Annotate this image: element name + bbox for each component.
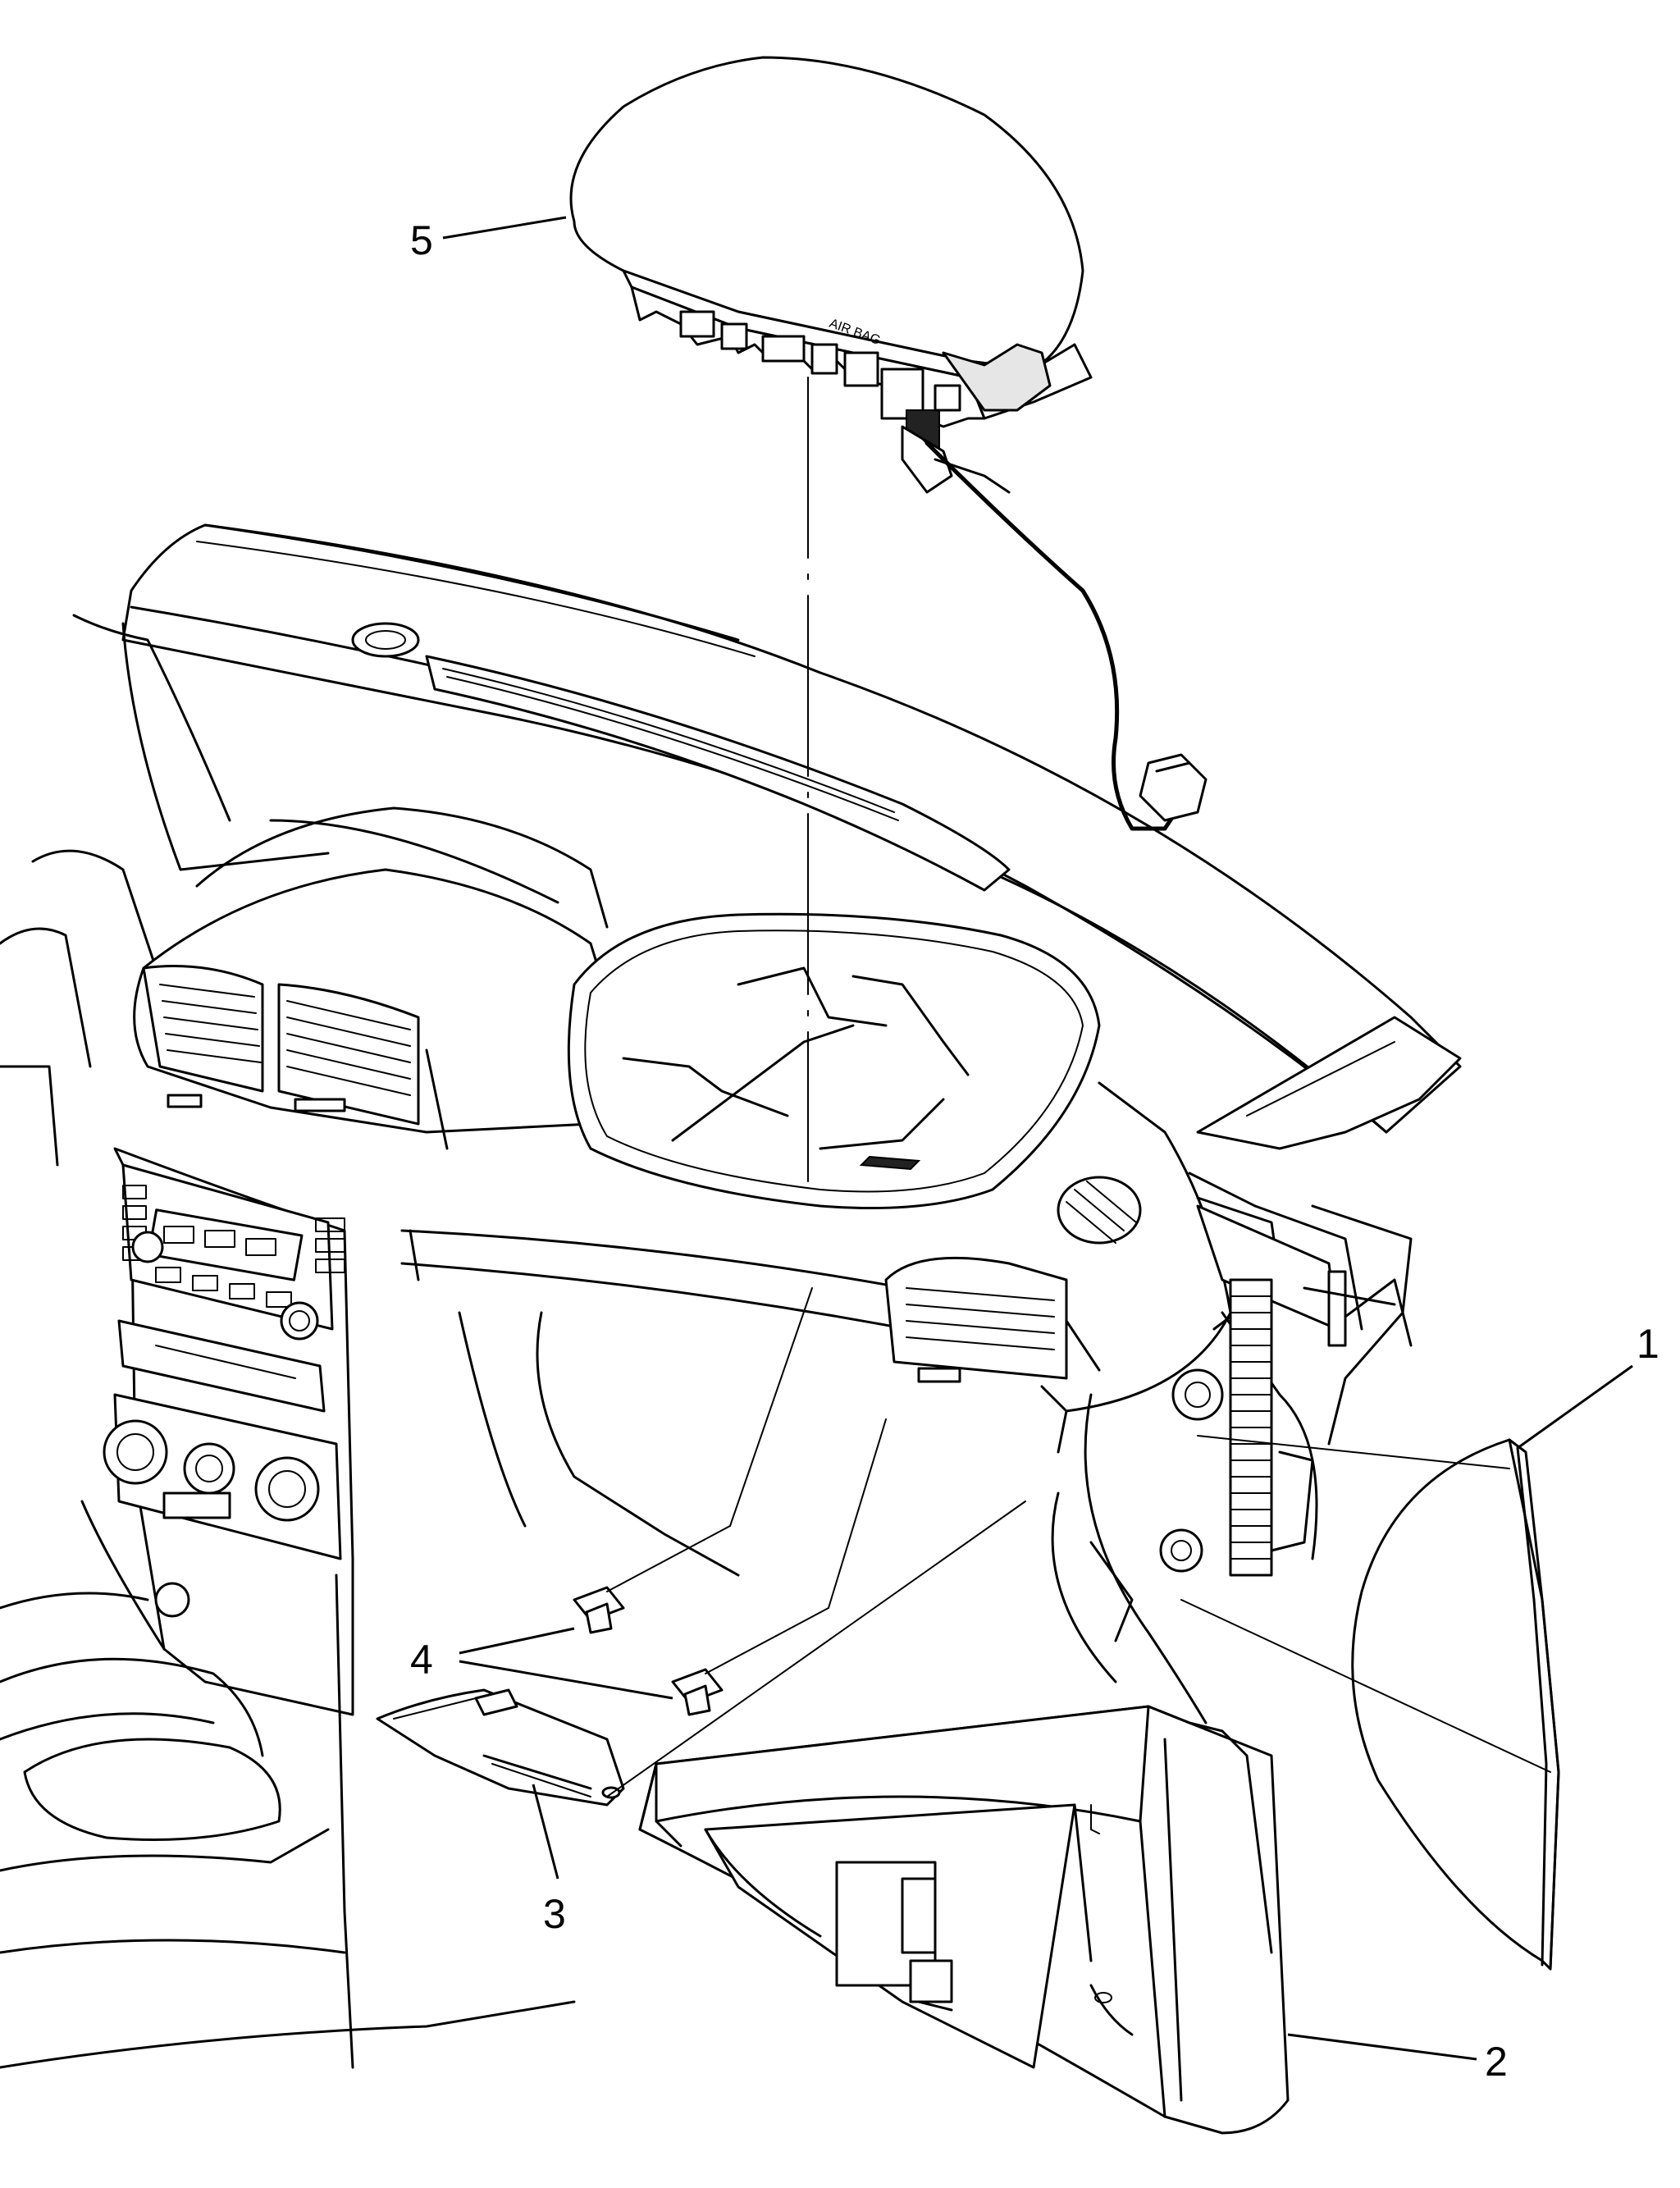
- glove-box-bolts: [573, 1525, 829, 1716]
- installation-leader-lines: [606, 377, 1551, 1797]
- callout-3: 3: [543, 1891, 566, 1937]
- center-console: [0, 1500, 576, 2069]
- instrument-panel-right: [400, 1016, 1462, 1724]
- left-center-vent: [142, 965, 264, 1108]
- instrument-panel-end-trim: [1351, 1438, 1560, 1971]
- callout-4: 4: [410, 1637, 433, 1683]
- bolt-lower: [671, 1607, 829, 1716]
- callout-1: 1: [1637, 1321, 1659, 1367]
- glove-box-hinge-bracket: [1229, 1278, 1273, 1577]
- glove-box-door: [638, 1705, 1290, 2135]
- bolt-upper: [573, 1525, 731, 1634]
- glove-box-bracket: [376, 1688, 625, 1807]
- callouts: 5 1 2 3 4: [410, 216, 1659, 2085]
- right-center-vent: [277, 983, 449, 1150]
- instrument-panel-left: [0, 614, 740, 2069]
- callout-5: 5: [410, 217, 433, 263]
- instrument-panel-upper: [121, 523, 1462, 1134]
- callout-2: 2: [1485, 2039, 1508, 2085]
- airbag-module: AIR BAG: [569, 56, 1208, 831]
- airbag-opening: [567, 912, 1101, 1209]
- radio-center-stack: [103, 1147, 354, 1716]
- side-vent: [1057, 1176, 1142, 1245]
- passenger-vent: [884, 1256, 1068, 1383]
